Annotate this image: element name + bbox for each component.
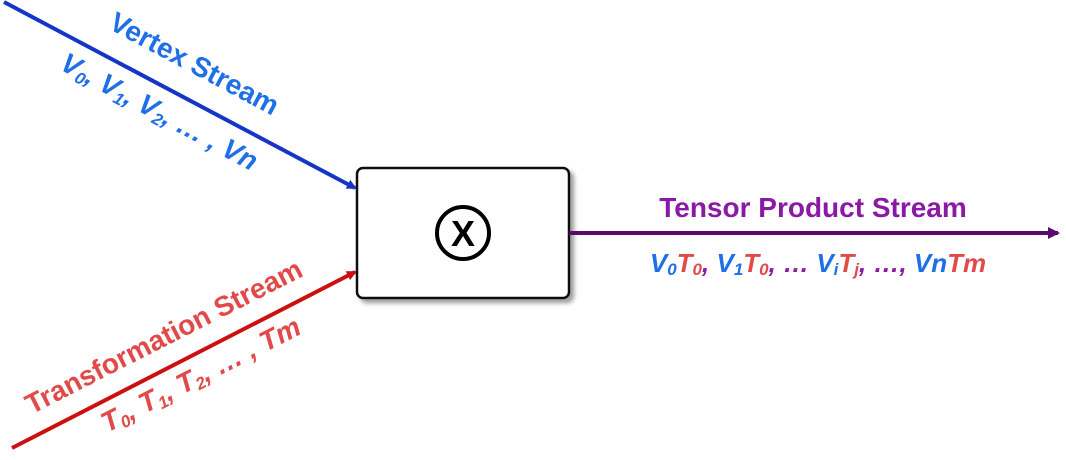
transformation-stream-arrow	[11, 270, 357, 450]
output-stream-title: Tensor Product Stream	[659, 192, 967, 223]
otimes-circle	[435, 205, 491, 261]
otimes-symbol: X	[451, 213, 475, 254]
vertex-stream-arrow	[3, 0, 357, 190]
output-stream-items: V0T0, V1T0, … ViTj, …, VnTm	[650, 248, 986, 279]
